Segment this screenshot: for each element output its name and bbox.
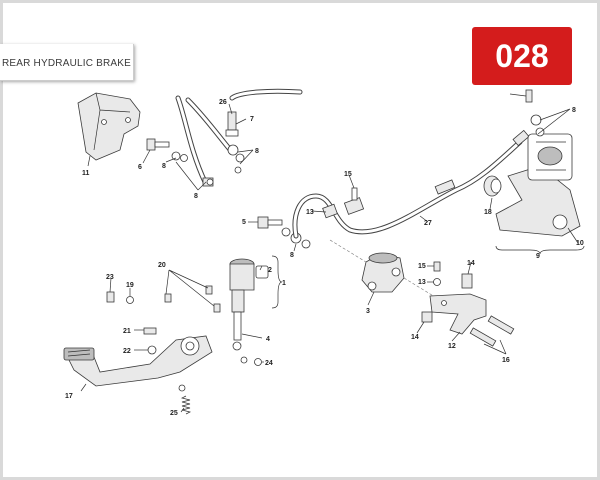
part-12-bracket [429,273,487,335]
part-23-bolt [106,291,115,303]
part-24-nut [254,358,262,366]
callout-15b: 15 [418,263,426,270]
leader-lines [80,93,579,413]
part-6-bolt [146,138,170,151]
page-number-badge: 028 [472,27,572,85]
callout-9: 9 [536,253,540,260]
part-22-washer [147,345,157,355]
part-15-13-hardware [433,261,441,286]
callout-14: 14 [467,260,475,267]
callout-14b: 14 [411,334,419,341]
part-18-plug [483,175,502,197]
callout-1: 1 [282,280,286,287]
callout-17: 17 [65,393,73,400]
callout-20: 20 [158,262,166,269]
callout-12: 12 [448,343,456,350]
callout-18: 18 [484,209,492,216]
callout-8b: 8 [194,193,198,200]
callout-8c: 8 [255,148,259,155]
part-16-bolts [469,315,515,347]
page-number: 028 [495,38,549,74]
part-27-hose [292,129,530,239]
callout-26: 26 [219,99,227,106]
callout-16: 16 [502,357,510,364]
part-21-bolt [143,327,157,335]
part-11-guard [77,92,141,161]
callout-6: 6 [138,164,142,171]
callout-5: 5 [242,219,246,226]
callout-3: 3 [366,308,370,315]
part-19-washer [126,296,134,304]
part-25-spring [180,395,192,415]
callout-11: 11 [82,170,90,177]
part-17-brake-pedal [63,335,213,392]
callout-25: 25 [170,410,178,417]
part-14-clip [421,311,433,323]
part-8-washer [180,154,188,162]
part-20-bolts [164,285,221,313]
callout-24: 24 [265,360,273,367]
callout-13: 13 [306,209,314,216]
callout-21: 21 [123,328,131,335]
callout-10: 10 [576,240,584,247]
callout-27: 27 [424,220,432,227]
callout-19: 19 [126,282,134,289]
callout-4: 4 [266,336,270,343]
part-bolt-upper-right [525,89,533,103]
callout-22: 22 [123,348,131,355]
callout-7: 7 [250,116,254,123]
part-3-reservoir [361,252,405,293]
callout-13b: 13 [418,279,426,286]
callout-23: 23 [106,274,114,281]
part-1-master-cylinder [229,258,269,364]
part-8-washer-right [530,114,542,126]
callout-2: 2 [268,267,272,274]
part-7-fitting [225,111,245,174]
part-10-caliper-bracket [495,133,581,237]
callout-8: 8 [162,163,166,170]
title-panel: REAR HYDRAULIC BRAKE [0,44,134,81]
part-5-bolt [257,216,311,249]
part-13-clip [322,187,365,219]
diagram-title: REAR HYDRAULIC BRAKE [2,58,132,69]
callout-8e: 8 [572,107,576,114]
callout-15: 15 [344,171,352,178]
callout-8d: 8 [290,252,294,259]
part-8-washer [171,151,181,161]
